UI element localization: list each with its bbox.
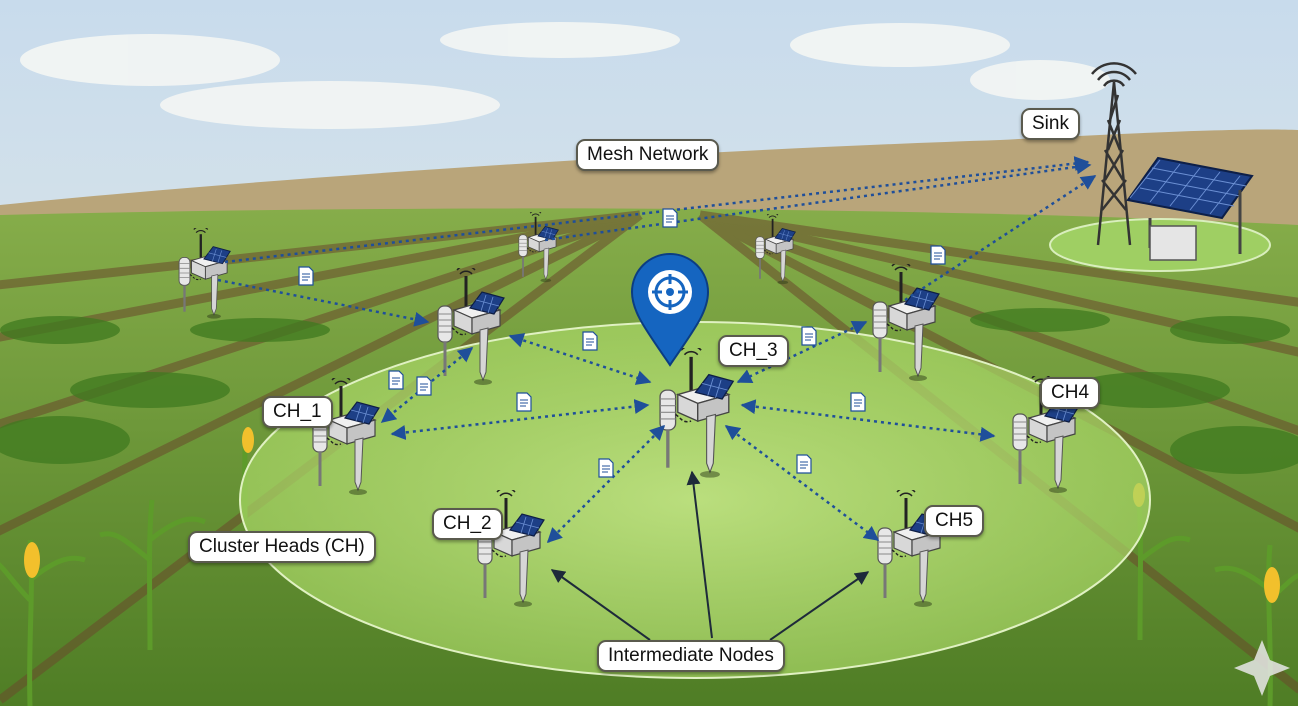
intermediate-pointers xyxy=(550,470,870,641)
sparkle-watermark-icon xyxy=(1234,640,1290,696)
cluster-heads-label: Cluster Heads (CH) xyxy=(188,531,376,563)
ch3-label: CH_3 xyxy=(718,335,789,367)
ch5-label: CH5 xyxy=(924,505,985,537)
ch4-label: CH4 xyxy=(1040,377,1101,409)
ch2-label: CH_2 xyxy=(432,508,503,540)
sink-label: Sink xyxy=(1021,108,1080,140)
sink-tower xyxy=(1091,62,1137,246)
intermediate-nodes-label: Intermediate Nodes xyxy=(597,640,785,672)
clouds xyxy=(20,22,1110,129)
mesh-network-label: Mesh Network xyxy=(576,139,720,171)
crop-foliage xyxy=(0,308,1298,474)
ch1-label: CH_1 xyxy=(262,396,333,428)
solar-array xyxy=(1126,156,1254,261)
